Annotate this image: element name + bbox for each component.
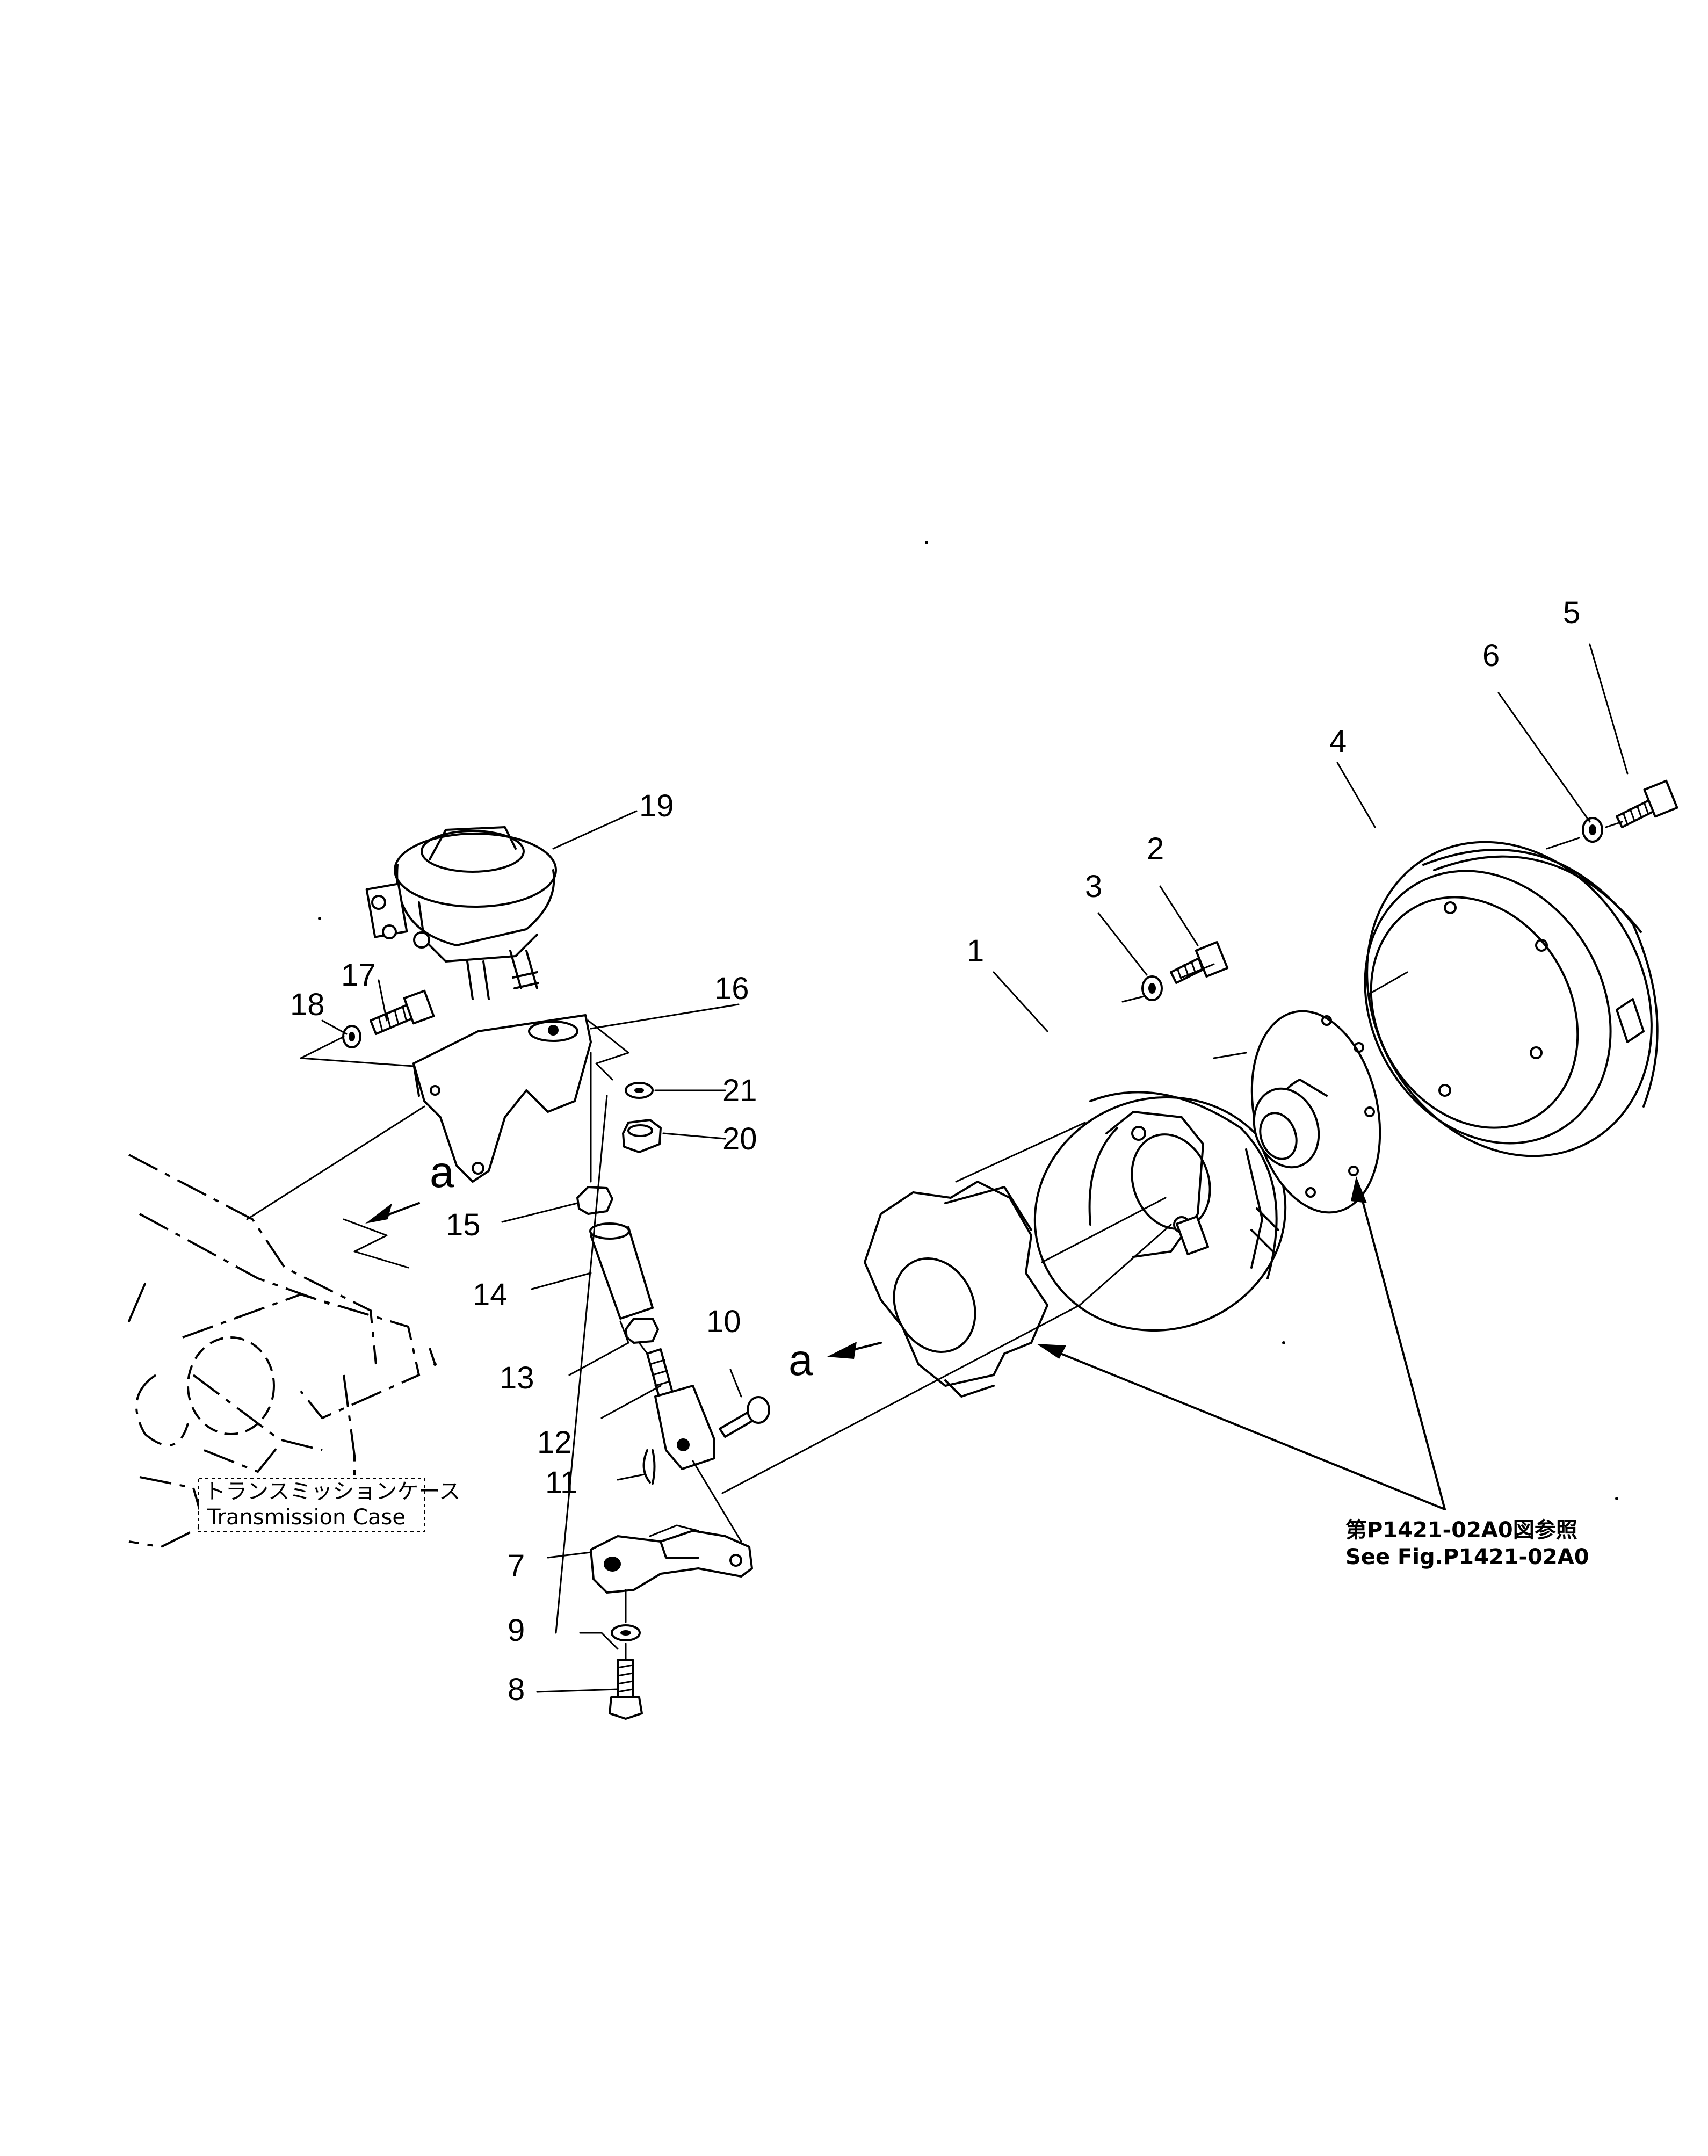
brake-drum <box>1364 841 1659 1157</box>
part-number-4: 4 <box>1329 724 1347 759</box>
view-arrow-lower: a <box>788 1336 882 1385</box>
transmission-case: トランスミッションケース Transmission Case <box>128 1154 460 1549</box>
assembly-lines <box>246 821 1623 1661</box>
case-label-en: Transmission Case <box>207 1505 406 1530</box>
part-number-14: 14 <box>473 1277 508 1312</box>
nut-20 <box>622 1119 662 1153</box>
part-number-11: 11 <box>545 1465 577 1500</box>
bolt-17 <box>370 989 435 1035</box>
part-number-5: 5 <box>1563 595 1580 630</box>
part-number-18: 18 <box>290 987 325 1022</box>
wheel-hub <box>1250 1010 1381 1214</box>
reference-note-jp: 第P1421-02A0図参照 <box>1345 1518 1577 1543</box>
cotter-pin-11 <box>642 1449 656 1485</box>
part-number-2: 2 <box>1147 831 1164 866</box>
rod-end-12 <box>646 1348 715 1470</box>
washer-21 <box>625 1082 654 1099</box>
scan-specks <box>318 541 1618 1500</box>
part-number-15: 15 <box>446 1207 481 1242</box>
brake-chamber <box>365 826 557 1000</box>
case-label-box <box>198 1478 425 1532</box>
part-number-16: 16 <box>714 971 749 1006</box>
part-number-7: 7 <box>508 1549 525 1583</box>
part-number-9: 9 <box>508 1613 525 1648</box>
part-number-3: 3 <box>1085 869 1102 904</box>
axle-housing <box>864 1181 1048 1398</box>
view-arrow-upper: a <box>365 1148 454 1224</box>
part-number-21: 21 <box>722 1073 757 1108</box>
washer-9 <box>611 1624 641 1641</box>
nut-13 <box>625 1318 659 1344</box>
part-leaders <box>321 643 1629 1693</box>
part-number-1: 1 <box>967 934 984 968</box>
part-number-20: 20 <box>722 1122 757 1156</box>
reference-leaders <box>1037 1176 1446 1510</box>
part-number-6: 6 <box>1482 638 1500 673</box>
washer-6 <box>1582 817 1603 843</box>
washer-3 <box>1141 975 1163 1001</box>
lever-7 <box>590 1530 753 1594</box>
reference-note-en: See Fig.P1421-02A0 <box>1345 1545 1589 1569</box>
part-number-19: 19 <box>639 788 674 823</box>
washer-18 <box>342 1025 361 1048</box>
mounting-bracket <box>412 1014 592 1183</box>
part-number-8: 8 <box>508 1672 525 1707</box>
bolt-2 <box>1170 941 1229 984</box>
view-marker-a-lower: a <box>788 1336 813 1385</box>
pin-10 <box>719 1396 770 1438</box>
part-number-17: 17 <box>341 958 376 993</box>
part-number-labels: 1 2 3 4 5 6 7 8 9 10 11 12 13 14 15 16 1… <box>290 595 1580 1707</box>
part-number-12: 12 <box>537 1425 572 1460</box>
view-marker-a-upper: a <box>430 1148 454 1197</box>
case-label-jp: トランスミッションケース <box>204 1479 460 1504</box>
sleeve-14 <box>589 1222 654 1320</box>
part-number-13: 13 <box>500 1361 534 1395</box>
bolt-8 <box>609 1659 643 1720</box>
nut-15 <box>576 1186 613 1215</box>
part-number-10: 10 <box>706 1304 741 1339</box>
bolt-5 <box>1616 779 1678 828</box>
